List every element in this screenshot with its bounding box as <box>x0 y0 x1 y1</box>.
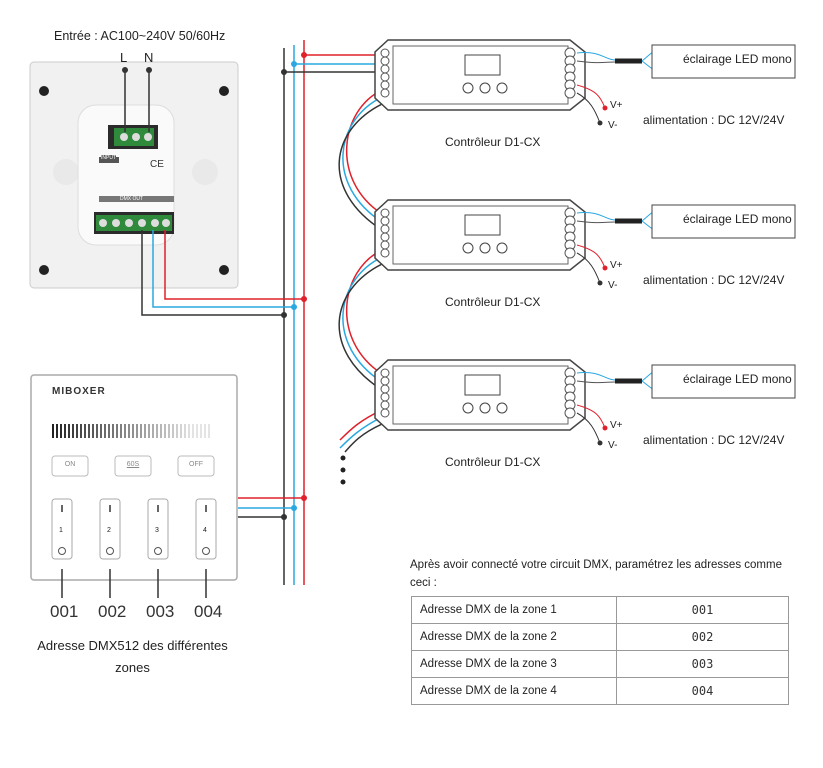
brightness-bar-segment <box>148 424 150 438</box>
brightness-bar-segment <box>188 424 190 438</box>
dmx-out-tag: DMX OUT <box>120 196 144 202</box>
ac-input-wires <box>124 70 150 132</box>
zone-key-3: 3 <box>155 527 159 534</box>
zone-address-3: 003 <box>146 602 175 621</box>
brightness-bar-segment <box>192 424 194 438</box>
brightness-bar-segment <box>144 424 146 438</box>
led-lighting-label: éclairage LED mono <box>683 52 792 66</box>
controller-label: Contrôleur D1-CX <box>445 135 541 149</box>
v-plus-label: V+ <box>610 420 623 431</box>
on-button: ON <box>64 461 76 468</box>
power-supply-label: alimentation : DC 12V/24V <box>643 433 785 447</box>
input-voltage-label: Entrée : AC100~240V 50/60Hz <box>54 29 226 43</box>
brightness-bar-segment <box>160 424 162 438</box>
brightness-bar-segment <box>172 424 174 438</box>
brightness-bar-segment <box>132 424 134 438</box>
zone-address-2: 002 <box>98 602 127 621</box>
v-plus-label: V+ <box>610 260 623 271</box>
led-lighting-label: éclairage LED mono <box>683 212 792 226</box>
brightness-bar-segment <box>100 424 102 438</box>
brightness-bar-segment <box>164 424 166 438</box>
v-minus-label: V- <box>608 280 618 291</box>
brightness-bar-segment <box>176 424 178 438</box>
brightness-bar-segment <box>72 424 74 438</box>
brightness-bar-segment <box>156 424 158 438</box>
zone-caption-line1: Adresse DMX512 des différentes <box>37 638 228 653</box>
zone-cell: Adresse DMX de la zone 1 <box>411 596 617 624</box>
brand-logo: MIBOXER <box>52 386 106 397</box>
zone-cell: Adresse DMX de la zone 4 <box>411 677 617 705</box>
power-supply-label: alimentation : DC 12V/24V <box>643 273 785 287</box>
brightness-bar-segment <box>68 424 70 438</box>
brightness-bar-segment <box>208 424 210 438</box>
brightness-bar-segment <box>80 424 82 438</box>
address-cell: 004 <box>616 677 789 705</box>
brightness-bar-segment <box>196 424 198 438</box>
zone-key-4: 4 <box>203 527 207 534</box>
zone-address-4: 004 <box>194 602 223 621</box>
zone-caption-line2: zones <box>115 660 150 675</box>
zone-caption: Adresse DMX512 des différentes zones <box>20 635 245 679</box>
brightness-bar-segment <box>60 424 62 438</box>
v-minus-label: V- <box>608 120 618 131</box>
brightness-bar-segment <box>92 424 94 438</box>
d1-cx-controller <box>374 199 796 286</box>
instructions-text: Après avoir connecté votre circuit DMX, … <box>410 559 782 589</box>
brightness-bar-segment <box>200 424 202 438</box>
brightness-bar-segment <box>56 424 58 438</box>
address-cell: 002 <box>616 623 789 651</box>
continuation-dots <box>340 455 346 485</box>
d1-cx-controller <box>374 359 796 446</box>
brightness-bar-segment <box>116 424 118 438</box>
address-cell: 001 <box>616 596 789 624</box>
svg-text:CE: CE <box>150 159 164 170</box>
brightness-bar-segment <box>84 424 86 438</box>
led-lighting-label: éclairage LED mono <box>683 372 792 386</box>
controller-label: Contrôleur D1-CX <box>445 295 541 309</box>
brightness-bar-segment <box>112 424 114 438</box>
terminal-l-label: L <box>120 50 128 65</box>
brightness-bar-segment <box>136 424 138 438</box>
brightness-bar-segment <box>108 424 110 438</box>
brightness-bar-segment <box>120 424 122 438</box>
address-cell: 003 <box>616 650 789 678</box>
brightness-bar-segment <box>96 424 98 438</box>
zone-cell: Adresse DMX de la zone 2 <box>411 623 617 651</box>
power-supply-label: alimentation : DC 12V/24V <box>643 113 785 127</box>
brightness-bar-segment <box>104 424 106 438</box>
dmx-master-panel: CE <box>29 61 239 289</box>
zone-address-1: 001 <box>50 602 79 621</box>
v-minus-label: V- <box>608 440 618 451</box>
terminal-n-label: N <box>144 50 154 65</box>
zone-key-2: 2 <box>107 527 111 534</box>
off-button: OFF <box>189 461 203 468</box>
zone-key-1: 1 <box>59 527 63 534</box>
brightness-bar-segment <box>168 424 170 438</box>
miboxer-remote-panel <box>30 374 238 598</box>
brightness-bar-segment <box>204 424 206 438</box>
brightness-bar-segment <box>152 424 154 438</box>
brightness-bar-segment <box>180 424 182 438</box>
brightness-bar-segment <box>52 424 54 438</box>
brightness-bar-segment <box>76 424 78 438</box>
timer-button: 60S <box>126 461 140 468</box>
d1-cx-controller <box>374 39 796 126</box>
brightness-bar-segment <box>184 424 186 438</box>
brightness-bar-segment <box>128 424 130 438</box>
brightness-bar-segment <box>124 424 126 438</box>
brightness-bar-segment <box>88 424 90 438</box>
zone-cell: Adresse DMX de la zone 3 <box>411 650 617 678</box>
controller-label: Contrôleur D1-CX <box>445 455 541 469</box>
brightness-bar-segment <box>64 424 66 438</box>
v-plus-label: V+ <box>610 100 623 111</box>
input-tag: INPUT <box>101 155 116 161</box>
brightness-bar-segment <box>140 424 142 438</box>
